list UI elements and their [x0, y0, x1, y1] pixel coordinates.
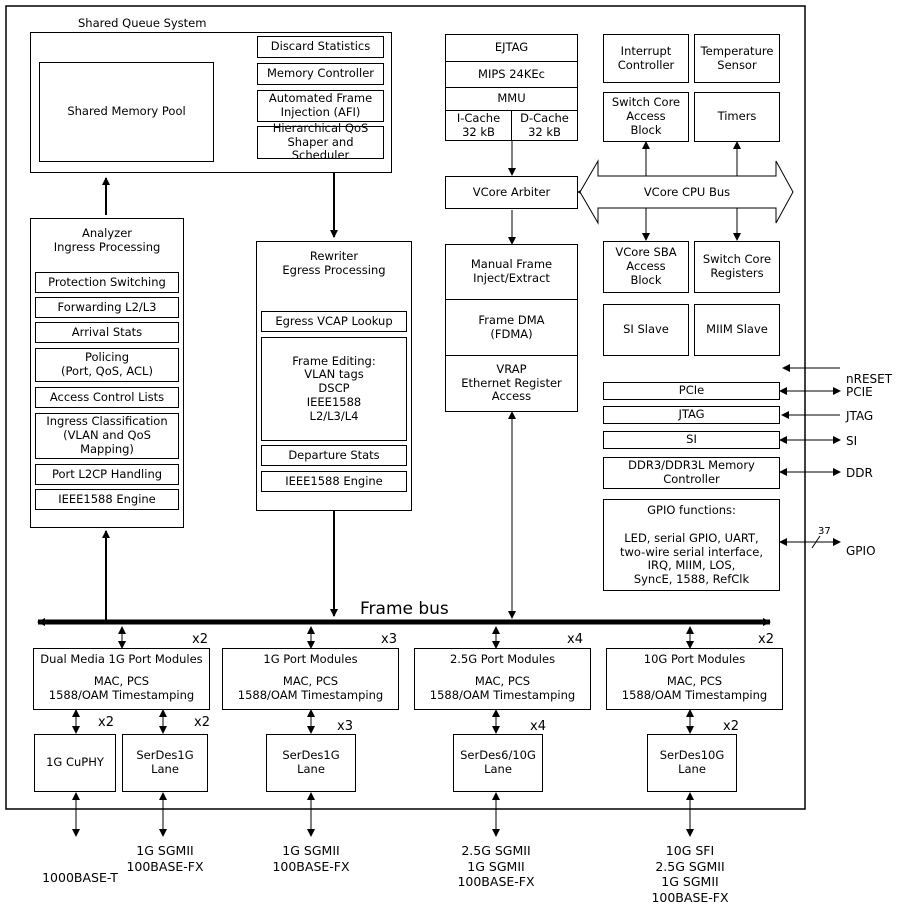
jtag-block: JTAG — [603, 406, 780, 424]
analyzer-item-4: Access Control Lists — [35, 387, 179, 408]
analyzer-item-6: Port L2CP Handling — [35, 464, 179, 485]
ext-jtag-label: JTAG — [846, 409, 874, 423]
serdes-multiplier: x4 — [530, 719, 546, 734]
interface-2g5: 2.5G SGMII 1G SGMII 100BASE-FX — [457, 843, 535, 890]
frame-bus-label: Frame bus — [360, 599, 449, 619]
gpio-title: GPIO functions: — [647, 503, 736, 517]
serdes-multiplier: x3 — [337, 719, 353, 734]
interface-sgmii-b: 1G SGMII 100BASE-FX — [272, 843, 350, 874]
analyzer-item-0: Protection Switching — [35, 272, 179, 293]
automated-frame-injection: Automated Frame Injection (AFI) — [257, 90, 384, 122]
gpio-bus-slash — [811, 535, 821, 549]
port-module-body: MAC, PCS 1588/OAM Timestamping — [429, 673, 576, 702]
analyzer-item-5: Ingress Classification (VLAN and QoS Map… — [35, 413, 179, 459]
gpio-functions-block: GPIO functions: LED, serial GPIO, UART, … — [603, 499, 780, 591]
ext-ddr-label: DDR — [846, 466, 873, 480]
port-multiplier: x3 — [381, 632, 397, 647]
gpio-list: LED, serial GPIO, UART, two-wire serial … — [620, 530, 763, 587]
serdes-1g-cuphy: 1G CuPHY — [34, 734, 116, 792]
egress-vcap-lookup: Egress VCAP Lookup — [261, 311, 407, 332]
serdes-1g-lane-b: SerDes1G Lane — [266, 734, 356, 792]
port-module-2g5: 2.5G Port Modules MAC, PCS 1588/OAM Time… — [414, 648, 591, 710]
hierarchical-qos-scheduler: Hierarchical QoS Shaper and Scheduler — [257, 121, 384, 162]
serdes-multiplier: x2 — [194, 715, 210, 730]
port-module-body: MAC, PCS 1588/OAM Timestamping — [237, 673, 384, 702]
port-module-dual-media: Dual Media 1G Port Modules MAC, PCS 1588… — [33, 648, 210, 710]
interface-1000base-t: 1000BASE-T — [42, 870, 118, 885]
si-block: SI — [603, 431, 780, 449]
pcie-block: PCIe — [603, 382, 780, 400]
icache-block: I-Cache 32 kB — [445, 110, 512, 141]
manual-frame-inject: Manual Frame Inject/Extract — [445, 244, 578, 300]
shared-queue-title: Shared Queue System — [78, 16, 207, 30]
ext-gpio-label: GPIO — [846, 544, 876, 558]
ext-nreset-label: nRESET — [846, 372, 893, 386]
si-slave: SI Slave — [603, 304, 689, 356]
switch-core-registers: Switch Core Registers — [694, 241, 780, 293]
ejtag-block: EJTAG — [445, 34, 578, 62]
frame-dma: Frame DMA (FDMA) — [445, 299, 578, 356]
vcore-cpu-bus-shape — [579, 159, 794, 225]
timers-block: Timers — [694, 92, 780, 142]
switch-core-access-block: Switch Core Access Block — [603, 92, 689, 142]
port-module-title: 2.5G Port Modules — [449, 652, 556, 666]
port-multiplier: x4 — [567, 632, 583, 647]
serdes-1g-lane-a: SerDes1G Lane — [122, 734, 208, 792]
vrap-block: VRAP Ethernet Register Access — [445, 355, 578, 412]
port-module-1g: 1G Port Modules MAC, PCS 1588/OAM Timest… — [222, 648, 399, 710]
mips-24kec-block: MIPS 24KEc — [445, 61, 578, 88]
vcore-cpu-bus-label: VCore CPU Bus — [643, 185, 731, 199]
port-module-title: 1G Port Modules — [263, 652, 358, 666]
miim-slave: MIIM Slave — [694, 304, 780, 356]
mmu-block: MMU — [445, 87, 578, 111]
analyzer-item-7: IEEE1588 Engine — [35, 489, 179, 510]
port-multiplier: x2 — [758, 632, 774, 647]
port-module-body: MAC, PCS 1588/OAM Timestamping — [621, 673, 768, 702]
serdes-10g-lane: SerDes10G Lane — [647, 734, 737, 792]
gpio-count-label: 37 — [818, 526, 831, 537]
memory-controller: Memory Controller — [257, 63, 384, 85]
analyzer-item-2: Arrival Stats — [35, 322, 179, 343]
ddr-memory-controller: DDR3/DDR3L Memory Controller — [603, 457, 780, 489]
vcore-arbiter: VCore Arbiter — [445, 176, 578, 209]
ext-si-label: SI — [846, 434, 858, 448]
port-module-title: Dual Media 1G Port Modules — [40, 652, 203, 666]
rewriter-ieee1588-engine: IEEE1588 Engine — [261, 471, 407, 492]
temperature-sensor: Temperature Sensor — [694, 34, 780, 83]
vcore-sba-access-block: VCore SBA Access Block — [603, 241, 689, 293]
shared-memory-pool: Shared Memory Pool — [39, 62, 214, 162]
serdes-multiplier: x2 — [98, 715, 114, 730]
ext-pcie-label: PCIE — [846, 385, 873, 399]
frame-editing: Frame Editing: VLAN tags DSCP IEEE1588 L… — [261, 337, 407, 441]
departure-stats: Departure Stats — [261, 445, 407, 466]
interrupt-controller: Interrupt Controller — [603, 34, 689, 83]
port-module-title: 10G Port Modules — [643, 652, 746, 666]
port-module-body: MAC, PCS 1588/OAM Timestamping — [48, 673, 195, 702]
dcache-block: D-Cache 32 kB — [511, 110, 578, 141]
analyzer-item-3: Policing (Port, QoS, ACL) — [35, 348, 179, 382]
chip-outline — [5, 5, 806, 810]
interface-sgmii-a: 1G SGMII 100BASE-FX — [126, 843, 204, 874]
analyzer-item-1: Forwarding L2/L3 — [35, 297, 179, 318]
port-multiplier: x2 — [192, 632, 208, 647]
discard-statistics: Discard Statistics — [257, 36, 384, 58]
serdes-multiplier: x2 — [723, 719, 739, 734]
port-module-10g: 10G Port Modules MAC, PCS 1588/OAM Times… — [606, 648, 783, 710]
interface-10g: 10G SFI 2.5G SGMII 1G SGMII 100BASE-FX — [651, 843, 729, 905]
serdes-6-10g-lane: SerDes6/10G Lane — [453, 734, 543, 792]
